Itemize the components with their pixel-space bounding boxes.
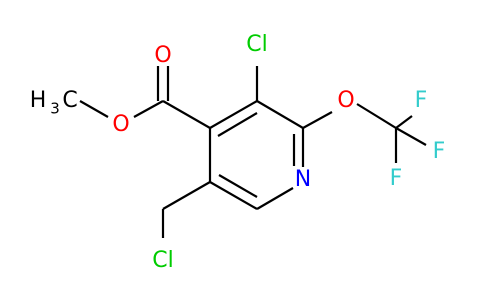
atom-labels: O O H 3 C Cl O F F F N Cl	[30, 32, 446, 273]
atom-ester-oxygen: O	[112, 112, 129, 137]
bond-cf3-f-right	[395, 127, 427, 146]
bond-c4-c3	[209, 100, 258, 129]
bond-oether-cf3	[356, 103, 397, 129]
bond-c4-c3-inner	[217, 112, 258, 137]
bond-c3-c2	[256, 100, 304, 129]
bond-c6-c5-inner	[218, 174, 258, 198]
atom-methyl-c: C	[62, 88, 77, 113]
atom-chlorine-bottom: Cl	[152, 248, 173, 273]
atom-ether-oxygen: O	[337, 88, 354, 113]
atom-methyl-h: H	[30, 88, 47, 113]
bond-cf3-f-top	[395, 115, 413, 129]
atom-chlorine-top: Cl	[246, 32, 267, 57]
bond-c5-ch2	[162, 181, 211, 210]
atom-fluorine-top: F	[415, 88, 428, 113]
bond-ccarbonyl-oester	[133, 100, 164, 118]
bond-n-c6	[256, 187, 294, 210]
bond-oester-methyl	[79, 100, 109, 118]
bond-c2-oether	[302, 111, 333, 129]
bond-c4-ccarbonyl	[162, 100, 211, 129]
atom-fluorine-right: F	[433, 139, 446, 164]
atom-carbonyl-oxygen: O	[154, 43, 171, 68]
atom-ring-nitrogen: N	[295, 167, 311, 192]
atom-methyl-subscript: 3	[50, 100, 60, 118]
bonds	[79, 66, 427, 238]
atom-fluorine-bottom: F	[390, 166, 403, 191]
bond-c6-c5	[209, 181, 258, 210]
